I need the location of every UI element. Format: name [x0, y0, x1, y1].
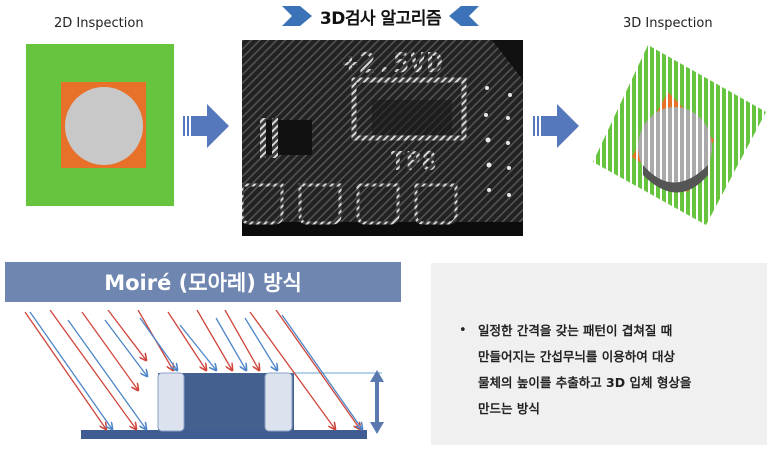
2d-inspection-graphic — [26, 44, 174, 206]
moire-title-bar: Moiré (모아레) 방식 — [5, 262, 401, 302]
description-line: 만들어지는 간섭무늬를 이용하여 대상 — [478, 349, 676, 364]
silkscreen-voltage: +2.5VD — [342, 46, 443, 79]
description-line: 물체의 높이를 추출하고 3D 입체 형상을 — [478, 375, 692, 390]
description-line: 만드는 방식 — [478, 401, 540, 416]
chevron-right-icon — [281, 6, 312, 26]
pcb-moire-image: +2.5VD TP8 — [242, 40, 523, 236]
description-text: 일정한 간격을 갖는 패턴이 겹쳐질 때 만들어지는 간섭무늬를 이용하여 대상… — [478, 318, 758, 422]
moire-title: Moiré (모아레) 방식 — [104, 271, 302, 295]
substrate — [81, 430, 367, 439]
svg-text:TP8: TP8 — [390, 147, 437, 177]
arrow-right-icon — [533, 104, 579, 148]
right-cap — [264, 372, 293, 432]
bullet-icon: • — [459, 323, 467, 338]
2d-inspection-label: 2D Inspection — [54, 16, 144, 31]
arrow-right-icon — [183, 104, 229, 148]
3d-inspection-graphic — [593, 45, 766, 225]
chevron-left-icon — [449, 6, 480, 26]
left-cap — [157, 372, 185, 432]
moire-diagram — [24, 310, 384, 439]
description-box — [431, 263, 767, 445]
3d-inspection-label: 3D Inspection — [623, 16, 713, 31]
algorithm-title: 3D검사 알고리즘 — [319, 8, 442, 29]
header: 3D검사 알고리즘 — [268, 3, 493, 29]
height-arrow-icon — [370, 370, 384, 434]
description-line: 일정한 간격을 갖는 패턴이 겹쳐질 때 — [478, 323, 673, 338]
